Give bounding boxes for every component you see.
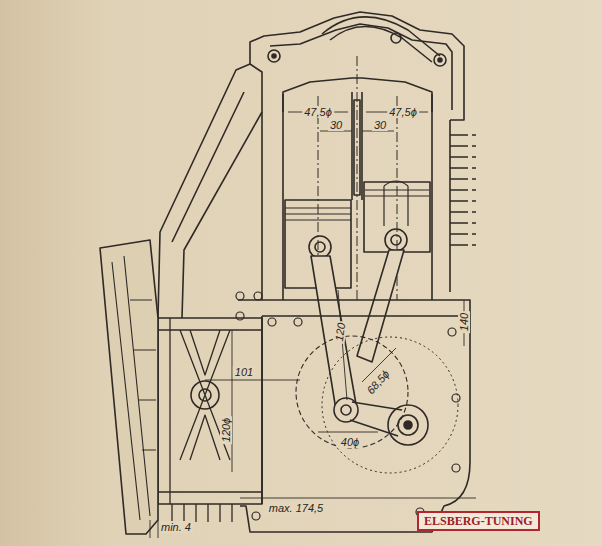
cylinder-walls xyxy=(262,92,450,300)
dimension-label: 40ϕ xyxy=(339,436,361,448)
wrist-pin xyxy=(391,235,401,245)
dimension-label: 47,5ϕ xyxy=(302,106,334,118)
dimension-line xyxy=(150,112,476,538)
gearbox-details xyxy=(158,318,262,504)
wrist-pin xyxy=(315,242,325,252)
bolt-holes xyxy=(236,292,460,520)
crankcase xyxy=(238,300,470,532)
dimension-label: 120 xyxy=(333,320,348,344)
pulley xyxy=(199,389,211,401)
main-shaft xyxy=(398,415,418,435)
dimension-label: 30 xyxy=(328,119,344,131)
head-bolt xyxy=(434,54,446,66)
head-bolt xyxy=(272,54,276,58)
head-bolt xyxy=(438,58,442,62)
watermark-box: ELSBERG-TUNING xyxy=(417,511,540,531)
side-cover-detail xyxy=(112,256,156,520)
crank-arm xyxy=(350,402,402,436)
bottom-fins xyxy=(172,504,232,522)
wrist-pin xyxy=(309,236,331,258)
main-shaft xyxy=(388,405,428,445)
dimension-label: 47,5ϕ xyxy=(387,106,419,118)
crank-pin xyxy=(341,405,351,415)
engine-section xyxy=(100,12,476,534)
piston xyxy=(364,182,430,252)
watermark-text: ELSBERG-TUNING xyxy=(424,514,533,528)
side-cover xyxy=(100,240,158,534)
dimension-label: max. 174,5 xyxy=(267,502,325,514)
pulley xyxy=(191,381,219,409)
crank-chamber xyxy=(322,337,458,473)
pivot xyxy=(391,33,401,43)
connecting-rod xyxy=(311,256,356,410)
dimension-label: 30 xyxy=(372,119,388,131)
dimension-lines xyxy=(150,112,476,538)
transfer-channel xyxy=(158,64,262,318)
cooling-fins xyxy=(450,135,476,245)
wrist-pin xyxy=(385,229,407,251)
piston-slot xyxy=(384,181,408,226)
gearbox-housing xyxy=(158,318,262,504)
dimension-label: 140 xyxy=(458,311,470,333)
main-shaft xyxy=(404,421,412,429)
connecting-rod xyxy=(357,250,404,362)
dimension-label: 120ϕ xyxy=(220,416,232,444)
dimension-label: 101 xyxy=(233,366,255,378)
rocker-lever xyxy=(322,17,440,62)
dimension-label: 68,5ϕ xyxy=(363,366,393,397)
head-bolt xyxy=(268,50,280,62)
dimension-label: min. 4 xyxy=(159,521,193,533)
